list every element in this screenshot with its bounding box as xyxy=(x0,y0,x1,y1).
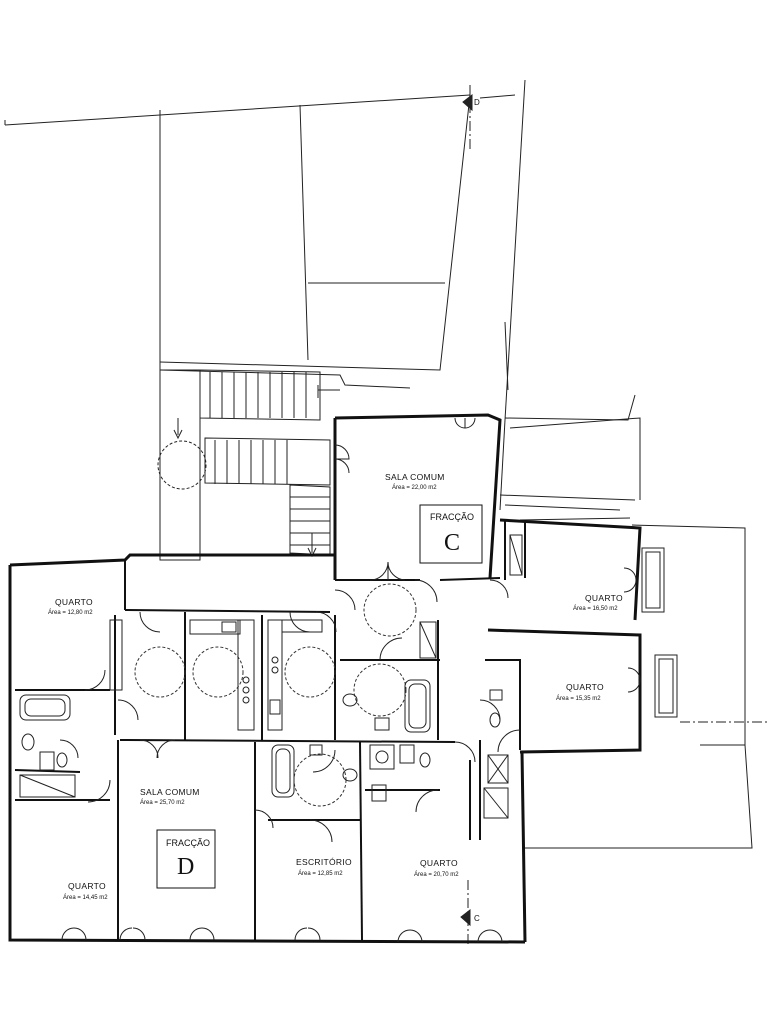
room-area-quarto-nw: Área = 12,80 m2 xyxy=(48,609,93,616)
balconies xyxy=(641,547,678,718)
room-label-sala-comum-c: SALA COMUM xyxy=(385,472,445,482)
interior-walls xyxy=(14,520,526,941)
section-mark-top: D xyxy=(474,98,480,107)
site-lines xyxy=(4,79,753,849)
fraction-boxes xyxy=(156,504,483,889)
room-label-quarto-e1: QUARTO xyxy=(585,593,623,603)
room-area-quarto-sw: Área = 14,45 m2 xyxy=(63,894,108,901)
room-label-escritorio: ESCRITÓRIO xyxy=(296,857,352,867)
fraction-d-label: FRACÇÃO xyxy=(166,838,210,848)
room-label-quarto-e2: QUARTO xyxy=(566,682,604,692)
kitchen-fixtures xyxy=(189,619,323,731)
room-area-sala-comum-c: Área = 22,00 m2 xyxy=(392,484,437,491)
fraction-c-letter: C xyxy=(444,530,460,556)
room-area-quarto-s: Área = 20,70 m2 xyxy=(414,871,459,878)
bathroom-fixtures xyxy=(19,534,523,819)
room-label-quarto-s: QUARTO xyxy=(420,858,458,868)
outer-walls xyxy=(8,413,642,944)
room-label-quarto-nw: QUARTO xyxy=(55,597,93,607)
room-area-sala-comum-d: Área = 25,70 m2 xyxy=(140,799,185,806)
room-label-sala-comum-d: SALA COMUM xyxy=(140,787,200,797)
fraction-c-label: FRACÇÃO xyxy=(430,512,474,522)
section-markers xyxy=(460,85,768,945)
fraction-d-letter: D xyxy=(177,854,194,880)
room-area-quarto-e1: Área = 16,50 m2 xyxy=(573,605,618,612)
section-mark-bottom: C xyxy=(474,914,480,923)
door-swings xyxy=(59,417,641,943)
room-area-quarto-e2: Área = 15,35 m2 xyxy=(556,695,601,702)
room-label-quarto-sw: QUARTO xyxy=(68,881,106,891)
stair-core xyxy=(157,369,340,561)
room-area-escritorio: Área = 12,85 m2 xyxy=(298,870,343,877)
